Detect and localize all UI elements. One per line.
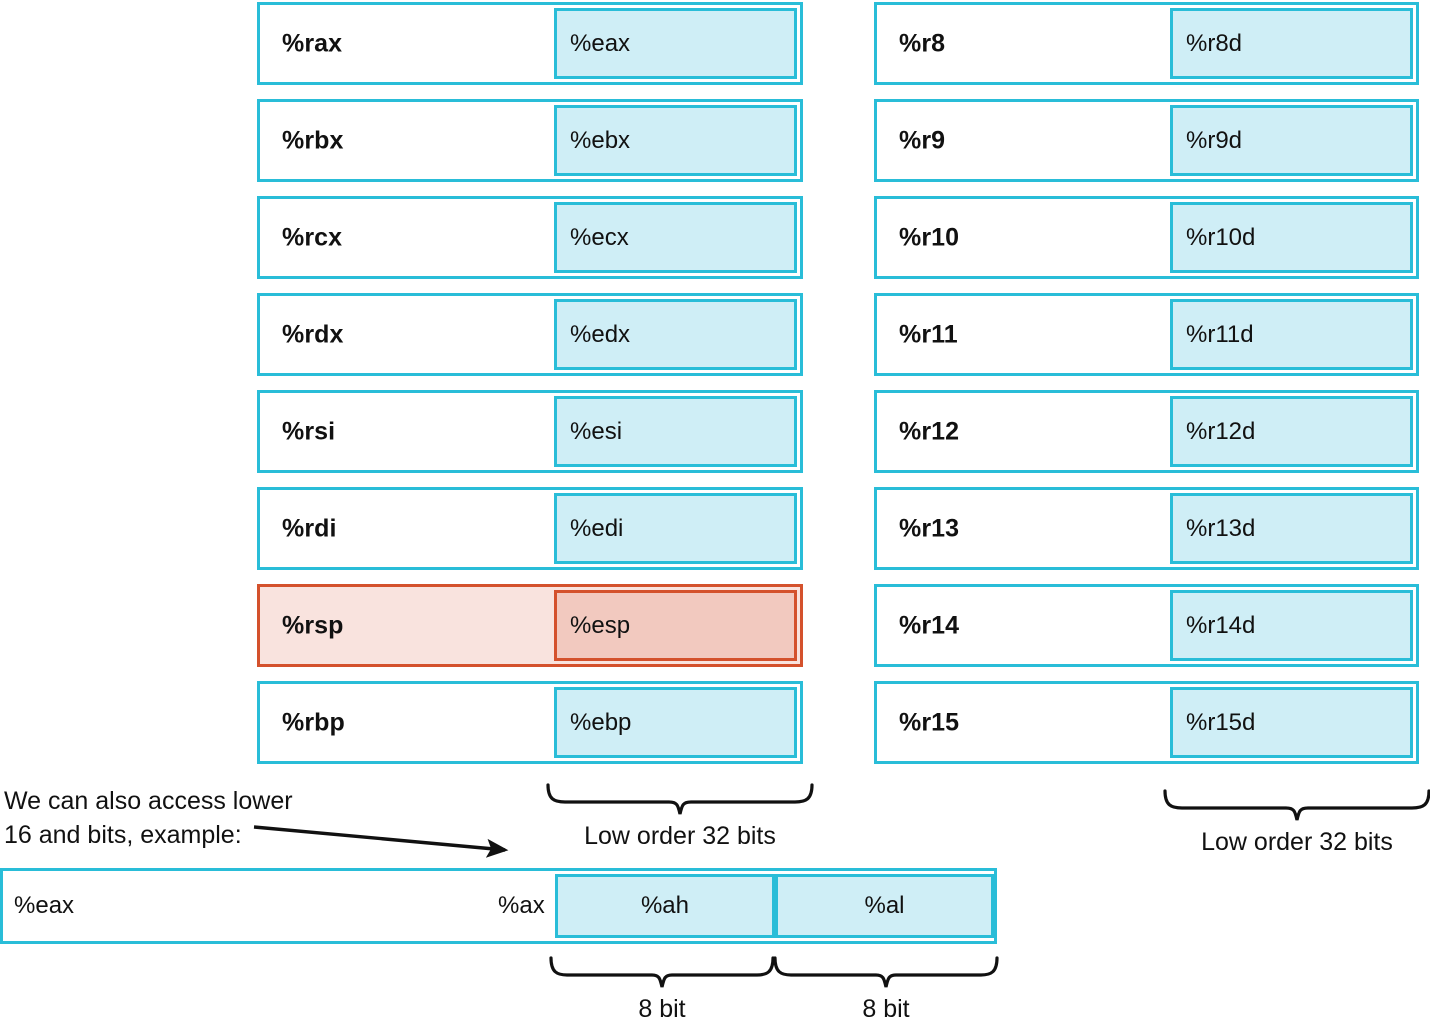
register-full-label: %r12 (899, 417, 960, 445)
example-ax-label: %ax (498, 892, 545, 919)
register-low32-label: %esp (570, 611, 631, 639)
brace-8bit-high (548, 955, 776, 990)
register-row-rdi[interactable]: %rdi %edi (257, 487, 803, 570)
register-low32-box[interactable]: %r10d (1170, 202, 1413, 273)
brace-low-order-32-right (1162, 788, 1430, 823)
register-low32-label: %ebx (570, 126, 631, 154)
register-full-label: %r11 (899, 320, 958, 348)
register-row-rbp[interactable]: %rbp %ebp (257, 681, 803, 764)
register-low32-label: %r13d (1186, 514, 1256, 542)
register-low32-box[interactable]: %r13d (1170, 493, 1413, 564)
register-full-label: %r10 (899, 223, 960, 251)
register-low32-label: %r14d (1186, 611, 1256, 639)
register-low32-box[interactable]: %esi (554, 396, 797, 467)
register-low32-box[interactable]: %r15d (1170, 687, 1413, 758)
brace-8bit-low (772, 955, 1000, 990)
register-row-r11[interactable]: %r11 %r11d (874, 293, 1419, 376)
register-low32-label: %r9d (1186, 126, 1243, 154)
register-row-r9[interactable]: %r9 %r9d (874, 99, 1419, 182)
brace-caption-8bit-high: 8 bit (638, 995, 686, 1023)
register-low32-box[interactable]: %r11d (1170, 299, 1413, 370)
register-low32-label: %r8d (1186, 29, 1243, 57)
example-ah-label: %ah (640, 892, 690, 919)
register-full-label: %rax (282, 29, 343, 57)
example-register-eax-strip[interactable]: %eax %ax %ah %al (0, 868, 997, 944)
register-row-r14[interactable]: %r14 %r14d (874, 584, 1419, 667)
register-row-r15[interactable]: %r15 %r15d (874, 681, 1419, 764)
register-row-r10[interactable]: %r10 %r10d (874, 196, 1419, 279)
register-low32-box[interactable]: %ecx (554, 202, 797, 273)
register-low32-label: %r12d (1186, 417, 1256, 445)
register-full-label: %rbp (282, 708, 345, 736)
register-low32-box[interactable]: %esp (554, 590, 797, 661)
register-low32-box[interactable]: %ebp (554, 687, 797, 758)
example-byte-box-ah[interactable]: %ah (555, 874, 775, 938)
register-low32-label: %esi (570, 417, 623, 445)
register-row-r13[interactable]: %r13 %r13d (874, 487, 1419, 570)
note-line-1: We can also access lower (4, 787, 293, 815)
register-low32-box[interactable]: %r12d (1170, 396, 1413, 467)
register-full-label: %r8 (899, 29, 946, 57)
register-low32-box[interactable]: %eax (554, 8, 797, 79)
register-low32-label: %edx (570, 320, 631, 348)
register-low32-label: %ecx (570, 223, 629, 251)
register-full-label: %r9 (899, 126, 946, 154)
register-low32-label: %edi (570, 514, 624, 542)
register-low32-label: %ebp (570, 708, 632, 736)
register-full-label: %r13 (899, 514, 960, 542)
register-full-label: %rsi (282, 417, 336, 445)
register-low32-box[interactable]: %edx (554, 299, 797, 370)
register-row-rsp[interactable]: %rsp %esp (257, 584, 803, 667)
register-low32-box[interactable]: %r9d (1170, 105, 1413, 176)
brace-low-order-32-left (545, 782, 815, 817)
register-low32-box[interactable]: %ebx (554, 105, 797, 176)
register-full-label: %rsp (282, 611, 344, 639)
brace-caption-8bit-low: 8 bit (862, 995, 910, 1023)
example-byte-box-al[interactable]: %al (775, 874, 994, 938)
register-low32-label: %r10d (1186, 223, 1256, 251)
register-low32-box[interactable]: %edi (554, 493, 797, 564)
register-row-rax[interactable]: %rax %eax (257, 2, 803, 85)
register-full-label: %r14 (899, 611, 960, 639)
register-full-label: %rbx (282, 126, 344, 154)
note-text: We can also access lower 16 and bits, ex… (4, 784, 324, 852)
register-low32-box[interactable]: %r14d (1170, 590, 1413, 661)
brace-caption-low-order-32-right: Low order 32 bits (1201, 828, 1393, 856)
register-row-rcx[interactable]: %rcx %ecx (257, 196, 803, 279)
register-full-label: %rdi (282, 514, 337, 542)
register-full-label: %rdx (282, 320, 344, 348)
register-row-r8[interactable]: %r8 %r8d (874, 2, 1419, 85)
register-row-rbx[interactable]: %rbx %ebx (257, 99, 803, 182)
example-al-label: %al (864, 892, 905, 919)
register-row-rdx[interactable]: %rdx %edx (257, 293, 803, 376)
brace-caption-low-order-32-left: Low order 32 bits (584, 822, 776, 850)
register-low32-label: %eax (570, 29, 631, 57)
example-eax-label: %eax (14, 892, 75, 919)
register-full-label: %r15 (899, 708, 960, 736)
register-low32-label: %r11d (1186, 320, 1254, 348)
register-low32-box[interactable]: %r8d (1170, 8, 1413, 79)
register-full-label: %rcx (282, 223, 343, 251)
register-row-rsi[interactable]: %rsi %esi (257, 390, 803, 473)
register-row-r12[interactable]: %r12 %r12d (874, 390, 1419, 473)
register-low32-label: %r15d (1186, 708, 1256, 736)
note-line-2: 16 and bits, example: (4, 821, 242, 849)
